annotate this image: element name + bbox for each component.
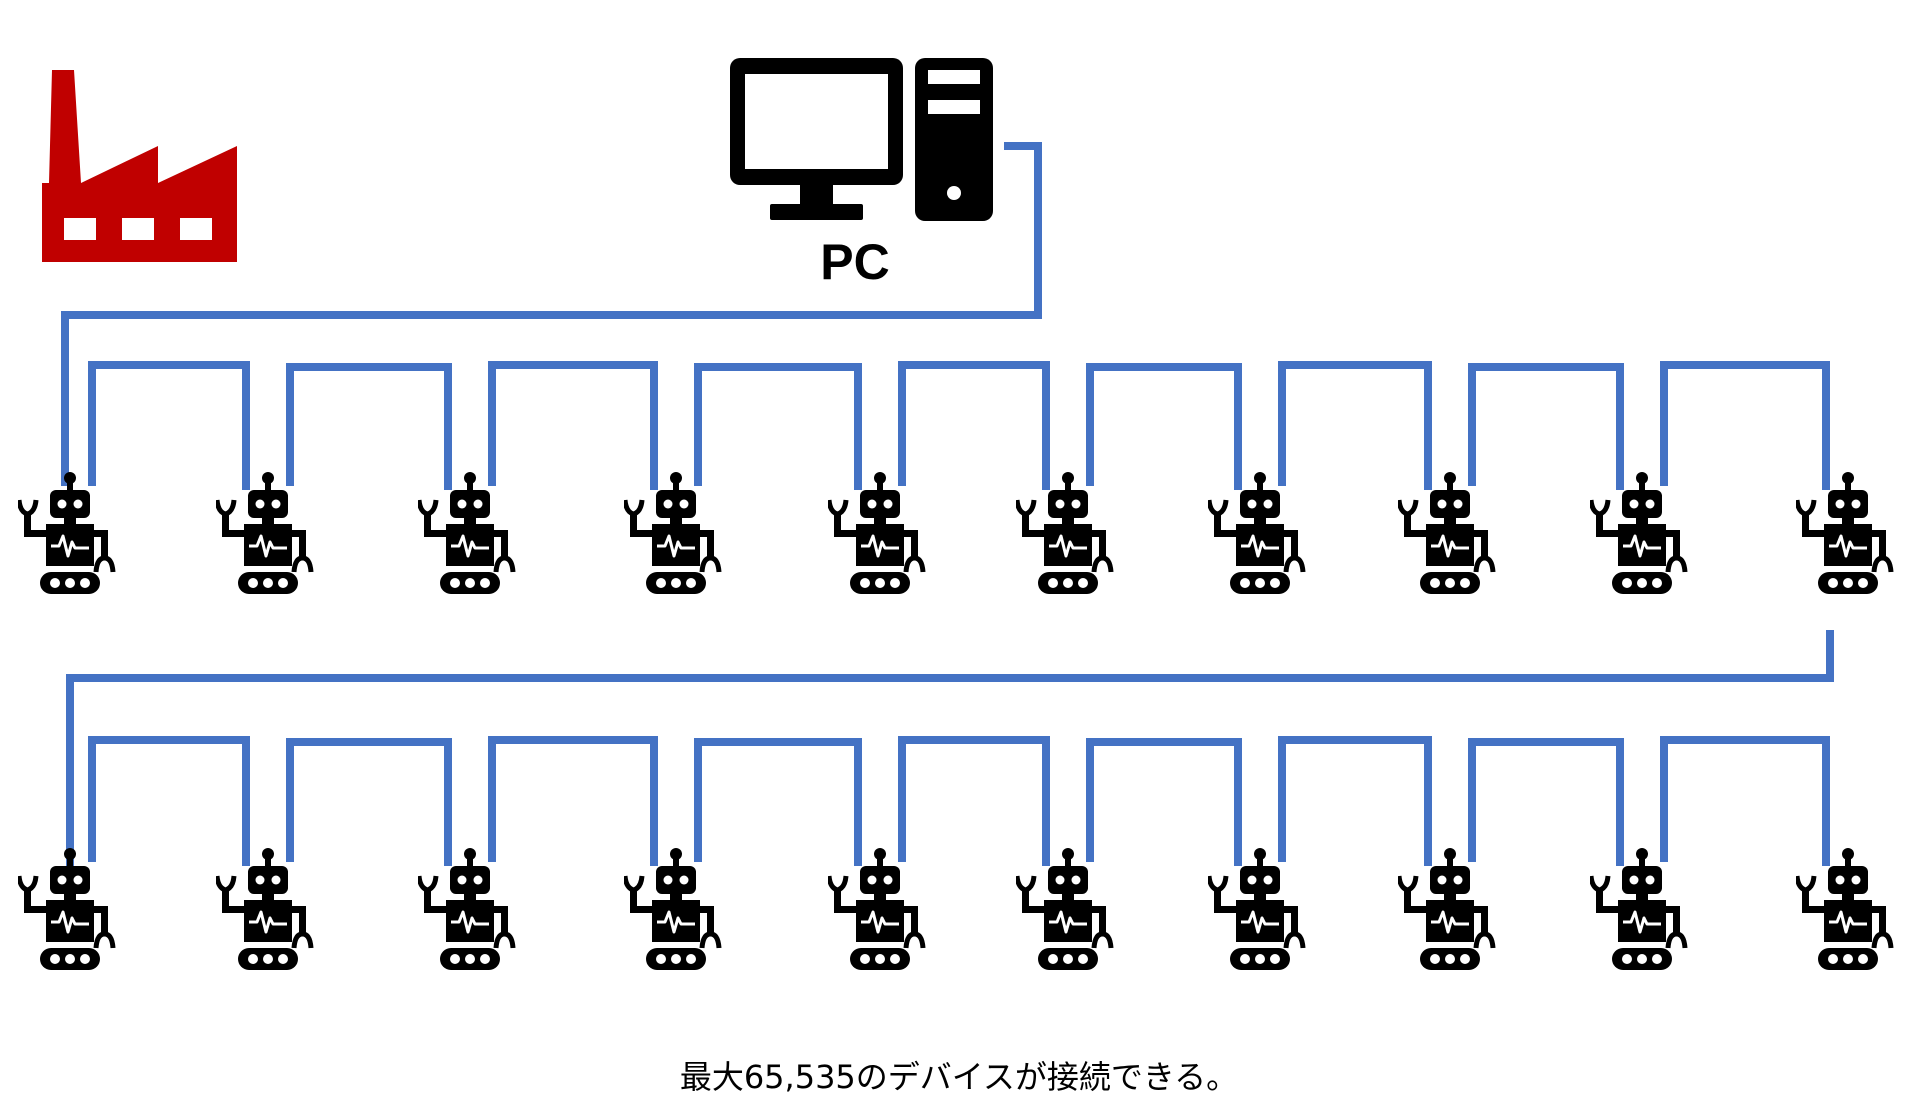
- daisy-chain-cable: [88, 736, 250, 866]
- daisy-chain-cable: [1278, 361, 1432, 490]
- device-grid: [19, 472, 1891, 970]
- daisy-chain-cable: [898, 736, 1050, 866]
- daisy-chain-cable: [1660, 736, 1830, 866]
- daisy-chain-cable: [898, 361, 1050, 490]
- robot-icon: [419, 472, 513, 594]
- robot-icon: [1399, 472, 1493, 594]
- caption: 最大65,535のデバイスが接続できる。: [679, 1058, 1239, 1096]
- pc-tower-icon: [915, 58, 993, 221]
- pc-label: PC: [820, 234, 890, 290]
- daisy-chain-cable: [694, 363, 862, 490]
- robot-icon: [1591, 848, 1685, 970]
- pc-uplink-cable: [61, 142, 1042, 486]
- daisy-chain-cable: [488, 361, 658, 490]
- daisy-chain-cable: [1468, 738, 1624, 866]
- daisy-chain-cable: [286, 738, 452, 866]
- robot-icon: [1797, 472, 1891, 594]
- robot-icon: [217, 848, 311, 970]
- robot-icon: [419, 848, 513, 970]
- robot-icon: [829, 472, 923, 594]
- robot-icon: [19, 848, 113, 970]
- robot-icon: [829, 848, 923, 970]
- daisy-chain-cable: [1086, 363, 1242, 490]
- robot-icon: [1017, 472, 1111, 594]
- monitor-icon: [730, 58, 903, 220]
- daisy-chain-cable: [286, 363, 452, 490]
- daisy-chain-cable: [694, 738, 862, 866]
- desktop-computer-icon: [730, 58, 993, 221]
- robot-icon: [1017, 848, 1111, 970]
- robot-icon: [19, 472, 113, 594]
- robot-icon: [1209, 848, 1303, 970]
- daisy-chain-cable: [1278, 736, 1432, 866]
- factory-icon: [42, 70, 237, 262]
- network-cables: [61, 142, 1834, 872]
- daisy-chain-cable: [1660, 361, 1830, 490]
- row-link-cable: [66, 630, 1834, 872]
- robot-icon: [1399, 848, 1493, 970]
- robot-icon: [1797, 848, 1891, 970]
- daisy-chain-cable: [1086, 738, 1242, 866]
- robot-icon: [625, 472, 719, 594]
- daisy-chain-cable: [1468, 363, 1624, 490]
- robot-icon: [1591, 472, 1685, 594]
- robot-icon: [625, 848, 719, 970]
- daisy-chain-cable: [488, 736, 658, 866]
- robot-icon: [217, 472, 311, 594]
- daisy-chain-cable: [88, 361, 250, 490]
- robot-icon: [1209, 472, 1303, 594]
